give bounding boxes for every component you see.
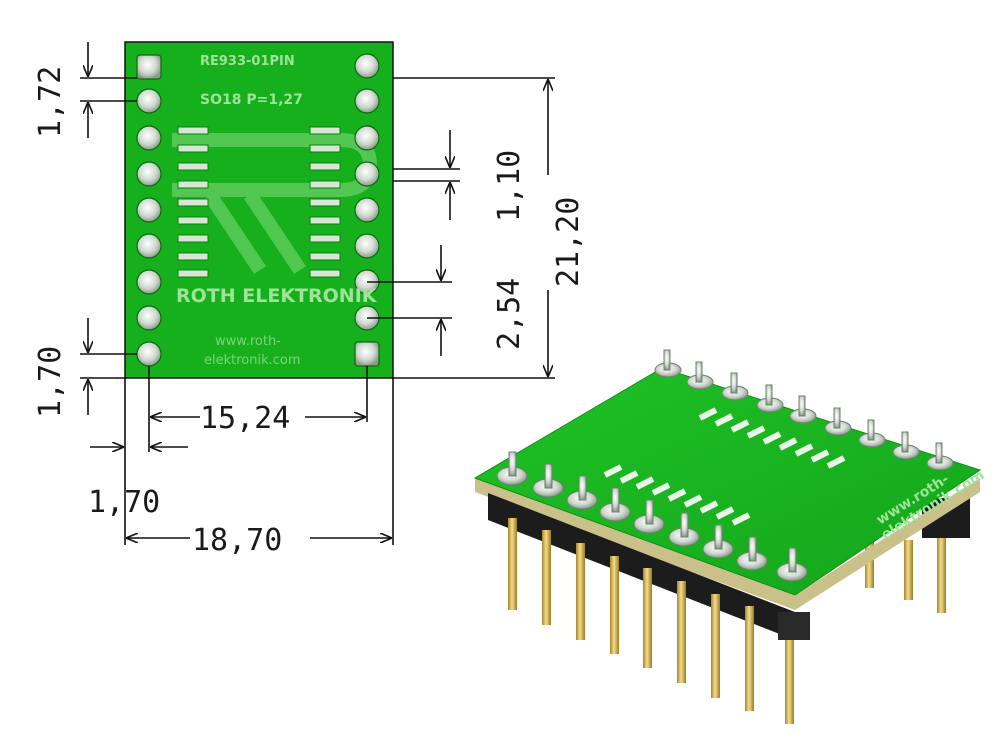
dim-row-spacing: 15,24 (200, 401, 290, 436)
dimension-lines (80, 42, 555, 545)
tht-pads-right (354, 53, 380, 367)
board-package-label: SO18 P=1,27 (200, 92, 303, 108)
dim-edge-offset: 1,70 (88, 485, 160, 520)
dim-pad-offset-bottom: 1,70 (33, 346, 68, 418)
solder-joints-back (654, 349, 954, 471)
board-url-line2: elektronik.com (204, 353, 301, 368)
tht-pads-left (136, 54, 162, 367)
board-brand: ROTH ELEKTRONIK (176, 285, 378, 307)
smd-pads-right (309, 126, 341, 278)
pcb-top (473, 367, 982, 596)
smd-pads-left (177, 126, 209, 278)
dim-board-height: 21,20 (551, 197, 586, 287)
top-view-board: RE933-01PIN SO18 P=1,27 ROTH ELEKTRONIK … (124, 41, 394, 379)
dim-pad-pitch-fine: 1,10 (492, 150, 527, 222)
dim-board-width: 18,70 (192, 523, 282, 558)
solder-joints-front (496, 451, 808, 582)
header-front (488, 493, 810, 640)
board-part-number: RE933-01PIN (200, 54, 295, 69)
board-url-line1: www.roth- (215, 334, 281, 349)
dim-pad-offset-top: 1,72 (33, 66, 68, 138)
adapter-3d-view: www.roth- elektronik.com (473, 349, 987, 724)
smd-pads-3d (603, 407, 846, 526)
dim-pin-pitch: 2,54 (492, 278, 527, 350)
header-pins-front (508, 518, 794, 724)
pcb-edge (475, 478, 980, 610)
